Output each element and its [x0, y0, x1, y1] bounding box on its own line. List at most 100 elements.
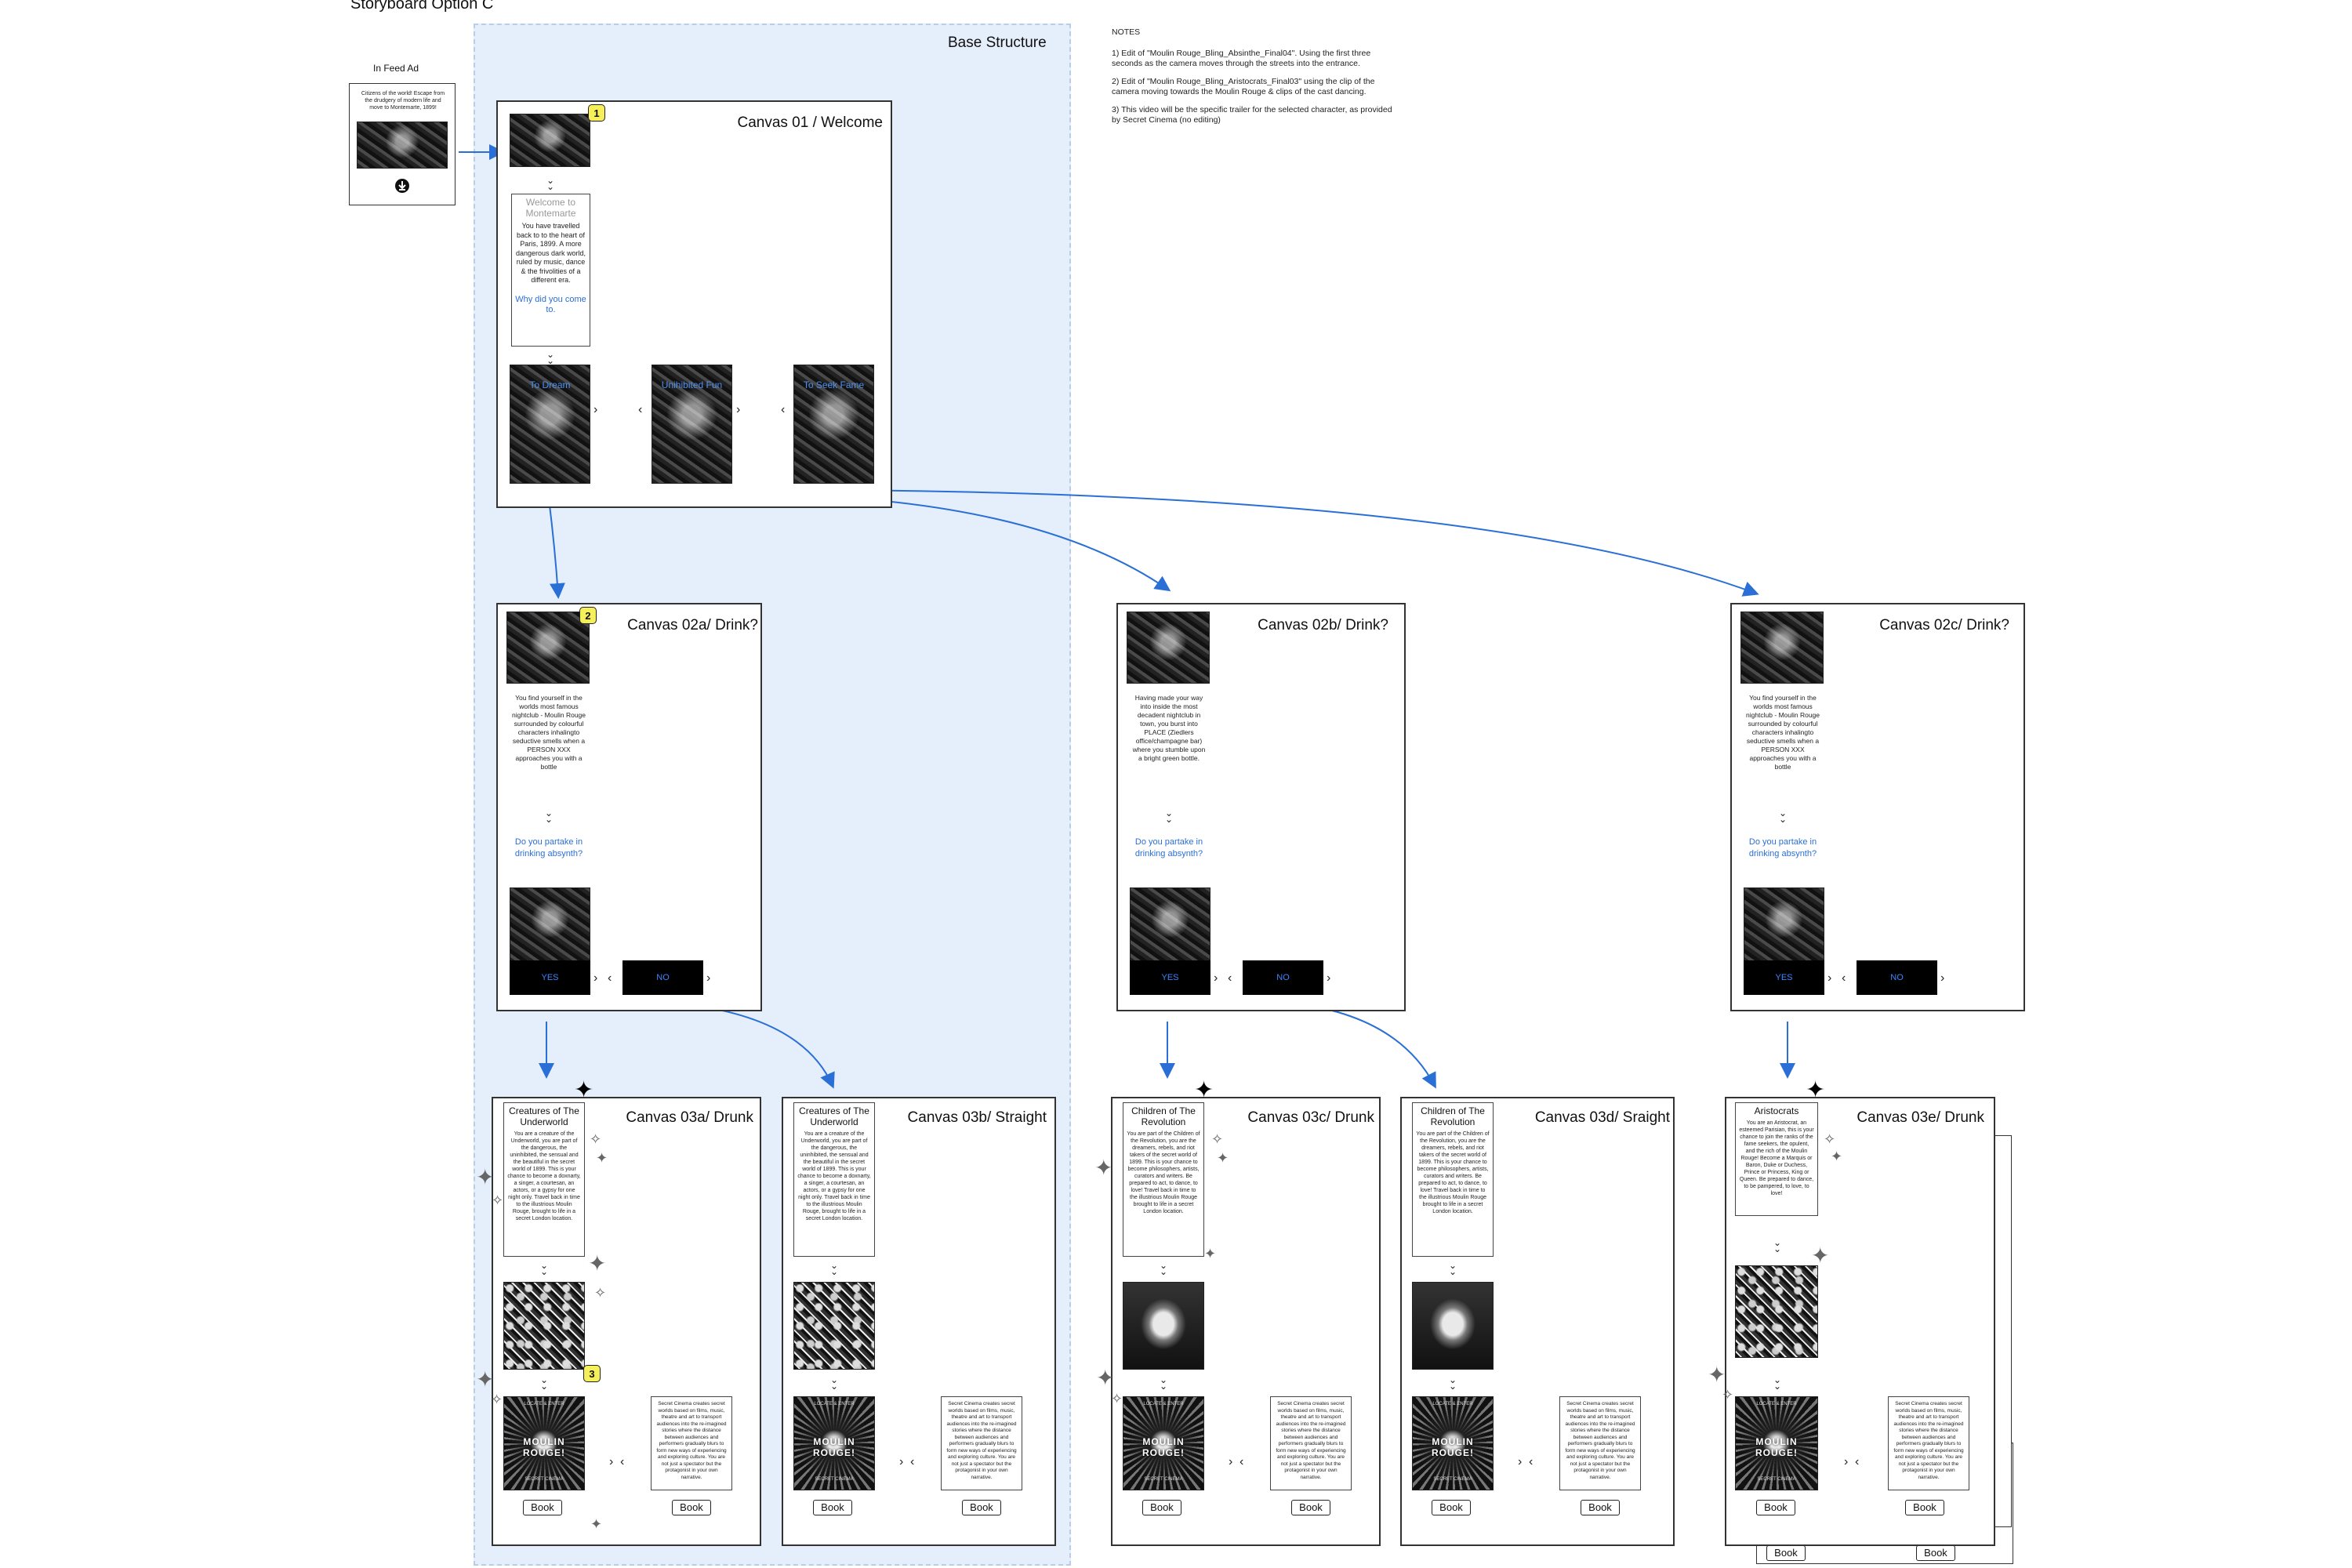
- character-image[interactable]: [503, 1282, 585, 1370]
- chevron-right-icon[interactable]: ›: [1940, 971, 1945, 985]
- secret-cinema-text-box: Secret Cinema creates secret worlds base…: [1888, 1396, 1969, 1490]
- yes-button[interactable]: YES: [1744, 960, 1824, 995]
- poster-top-text: LOCATE & ENTER: [524, 1402, 564, 1406]
- note-badge: 3: [583, 1365, 601, 1382]
- option-label: To Seek Fame: [803, 379, 865, 390]
- book-button[interactable]: Book: [1916, 1545, 1955, 1561]
- book-button[interactable]: Book: [1756, 1500, 1795, 1515]
- chevron-right-icon[interactable]: ›: [609, 1455, 614, 1468]
- secret-cinema-text-box: Secret Cinema creates secret worlds base…: [651, 1396, 732, 1490]
- chevron-left-icon[interactable]: ‹: [1529, 1455, 1534, 1468]
- sparkle-icon: ✦: [1094, 1156, 1113, 1180]
- yes-button[interactable]: YES: [510, 960, 590, 995]
- double-chevron-down-icon: ⌄⌄: [539, 1260, 549, 1277]
- canvas-title: Canvas 02b/ Drink?: [1258, 617, 1388, 633]
- chevron-left-icon[interactable]: ‹: [910, 1455, 915, 1468]
- sparkle-icon: ✦: [476, 1367, 495, 1392]
- book-button[interactable]: Book: [672, 1500, 711, 1515]
- chevron-right-icon[interactable]: ›: [1518, 1455, 1523, 1468]
- intro-question[interactable]: Why did you come to.: [515, 294, 586, 314]
- canvas-02c-drink: Canvas 02c/ Drink? You find yourself in …: [1730, 603, 2025, 1011]
- video-thumbnail[interactable]: [510, 114, 590, 167]
- poster-title: MOULIN ROUGE!: [813, 1436, 855, 1458]
- canvas-03c-drunk: Canvas 03c/ Drunk Children of The Revolu…: [1111, 1097, 1381, 1546]
- book-button[interactable]: Book: [1905, 1500, 1944, 1515]
- chevron-left-icon[interactable]: ‹: [1228, 971, 1232, 985]
- character-title: Children of The Revolution: [1421, 1105, 1485, 1127]
- book-button[interactable]: Book: [1581, 1500, 1620, 1515]
- yes-button[interactable]: YES: [1130, 960, 1210, 995]
- video-thumbnail[interactable]: [506, 612, 590, 684]
- chevron-left-icon[interactable]: ‹: [781, 403, 786, 416]
- book-button[interactable]: Book: [1142, 1500, 1181, 1515]
- poster-top-text: LOCATE & ENTER: [1432, 1402, 1473, 1406]
- note-item: 1) Edit of "Moulin Rouge_Bling_Absinthe_…: [1112, 49, 1371, 68]
- character-image[interactable]: [1123, 1282, 1204, 1370]
- book-button[interactable]: Book: [962, 1500, 1001, 1515]
- video-thumbnail[interactable]: [1740, 612, 1824, 684]
- no-button[interactable]: NO: [1243, 960, 1323, 995]
- sparkle-icon: ✧: [1111, 1391, 1123, 1406]
- chevron-right-icon[interactable]: ›: [593, 971, 598, 985]
- download-circle-icon[interactable]: [394, 178, 410, 194]
- notes-panel: NOTES 1) Edit of "Moulin Rouge_Bling_Abs…: [1112, 27, 1398, 133]
- canvas-title: Canvas 03b/ Straight: [907, 1109, 1047, 1126]
- chevron-left-icon[interactable]: ‹: [1240, 1455, 1244, 1468]
- chevron-right-icon[interactable]: ›: [1214, 971, 1218, 985]
- book-button[interactable]: Book: [523, 1500, 562, 1515]
- character-image[interactable]: [793, 1282, 875, 1370]
- feed-ad-card[interactable]: Citizens of the world! Escape from the d…: [349, 83, 456, 205]
- moulin-rouge-poster[interactable]: LOCATE & ENTER MOULIN ROUGE! SECRET CINE…: [793, 1396, 875, 1490]
- double-chevron-down-icon: ⌄⌄: [546, 349, 555, 366]
- book-button[interactable]: Book: [1291, 1500, 1330, 1515]
- canvas-title: Canvas 02c/ Drink?: [1879, 617, 2009, 633]
- chevron-right-icon[interactable]: ›: [1844, 1455, 1849, 1468]
- book-button[interactable]: Book: [1432, 1500, 1471, 1515]
- chevron-right-icon[interactable]: ›: [1229, 1455, 1233, 1468]
- sparkle-icon: ✦: [1811, 1243, 1830, 1268]
- poster-bottom-text: SECRET CINEMA: [1433, 1477, 1472, 1482]
- option-card-fame[interactable]: To Seek Fame: [793, 365, 874, 484]
- moulin-rouge-poster[interactable]: LOCATE & ENTER MOULIN ROUGE! SECRET CINE…: [503, 1396, 585, 1490]
- double-chevron-down-icon: ⌄⌄: [1448, 1374, 1457, 1392]
- character-text-box: Children of The Revolution You are part …: [1123, 1102, 1204, 1257]
- sparkle-icon: ✦: [1096, 1366, 1115, 1390]
- green-fairy-icon: ✦: [1806, 1077, 1826, 1103]
- chevron-left-icon[interactable]: ‹: [638, 403, 643, 416]
- chevron-left-icon[interactable]: ‹: [1855, 1455, 1860, 1468]
- absinthe-bottle-image: [510, 887, 590, 963]
- character-text-box: Children of The Revolution You are part …: [1412, 1102, 1494, 1257]
- no-button[interactable]: NO: [1857, 960, 1937, 995]
- no-button[interactable]: NO: [622, 960, 703, 995]
- sparkle-icon: ✦: [588, 1251, 607, 1276]
- canvas-03e-drunk: Canvas 03e/ Drunk Aristocrats You are an…: [1725, 1097, 1995, 1546]
- video-thumbnail[interactable]: [1127, 612, 1210, 684]
- double-chevron-down-icon: ⌄⌄: [1778, 808, 1788, 825]
- option-card-dream[interactable]: To Dream: [510, 365, 590, 484]
- chevron-right-icon[interactable]: ›: [899, 1455, 904, 1468]
- character-image[interactable]: [1412, 1282, 1494, 1370]
- book-button[interactable]: Book: [1766, 1545, 1806, 1561]
- secret-cinema-text-box: Secret Cinema creates secret worlds base…: [1270, 1396, 1352, 1490]
- chevron-left-icon[interactable]: ‹: [620, 1455, 625, 1468]
- option-card-fun[interactable]: Unihibited Fun: [652, 365, 732, 484]
- moulin-rouge-poster[interactable]: LOCATE & ENTER MOULIN ROUGE! SECRET CINE…: [1123, 1396, 1204, 1490]
- chevron-left-icon[interactable]: ‹: [608, 971, 612, 985]
- chevron-right-icon[interactable]: ›: [736, 403, 741, 416]
- option-label: Unihibited Fun: [661, 379, 723, 390]
- sparkle-icon: ✧: [590, 1131, 602, 1147]
- sparkle-icon: ✧: [1824, 1131, 1836, 1147]
- drink-question: Do you partake in drinking absynth?: [514, 837, 583, 858]
- chevron-right-icon[interactable]: ›: [1327, 971, 1331, 985]
- moulin-rouge-poster[interactable]: LOCATE & ENTER MOULIN ROUGE! SECRET CINE…: [1735, 1396, 1818, 1490]
- canvas-03a-drunk: Canvas 03a/ Drunk Creatures of The Under…: [492, 1097, 761, 1546]
- chevron-right-icon[interactable]: ›: [593, 403, 598, 416]
- book-button[interactable]: Book: [813, 1500, 852, 1515]
- chevron-right-icon[interactable]: ›: [706, 971, 711, 985]
- character-title: Creatures of The Underworld: [509, 1105, 579, 1127]
- chevron-left-icon[interactable]: ‹: [1842, 971, 1846, 985]
- chevron-right-icon[interactable]: ›: [1828, 971, 1832, 985]
- moulin-rouge-poster[interactable]: LOCATE & ENTER MOULIN ROUGE! SECRET CINE…: [1412, 1396, 1494, 1490]
- character-image[interactable]: [1735, 1265, 1818, 1358]
- sparkle-icon: ✦: [1204, 1246, 1217, 1261]
